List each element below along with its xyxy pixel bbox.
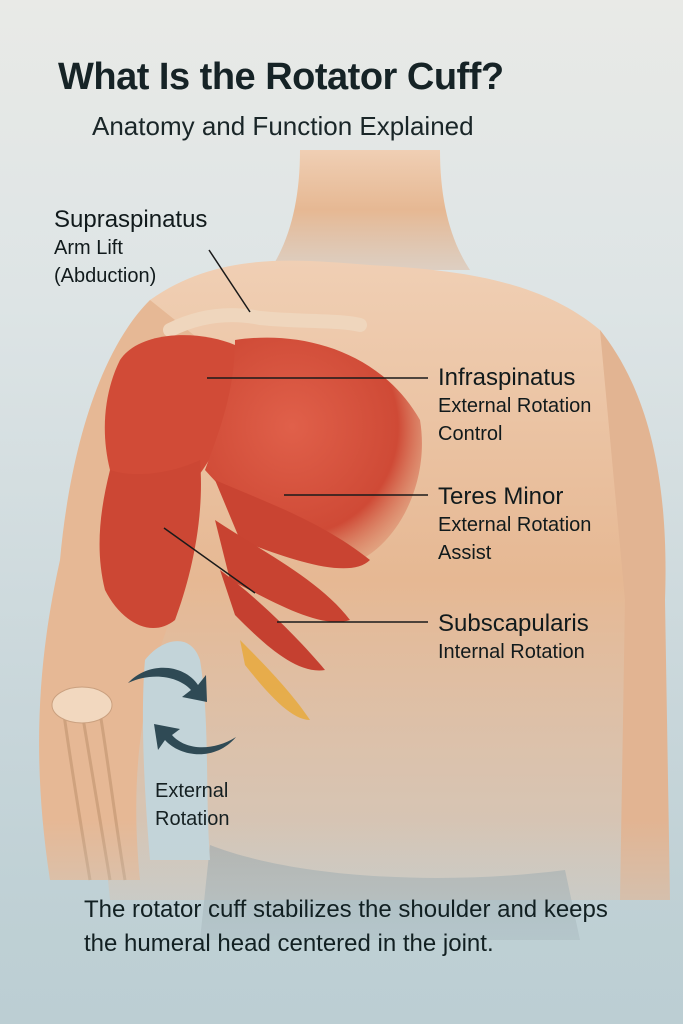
rotation-label-line: External [155,780,229,802]
muscle-name: Supraspinatus [54,206,208,233]
neck [270,150,470,270]
muscle-function: External Rotation [438,394,592,417]
muscle-function: Internal Rotation [438,640,585,663]
muscle-function: Arm Lift [54,236,123,259]
label-infraspinatus: Infraspinatus External Rotation Control [438,364,591,448]
leader-line-teres-diag [163,527,256,594]
bottom-fade [0,820,683,1024]
label-teres-minor: Teres Minor External Rotation Assist [438,483,591,567]
right-arm [600,330,670,900]
elbow-joint [51,686,113,724]
muscle-function: External Rotation [438,513,592,536]
muscle-function: (Abduction) [54,264,157,287]
label-subscapularis: Subscapularis Internal Rotation [438,610,589,666]
serratus-muscle-1 [215,480,370,569]
page-subtitle: Anatomy and Function Explained [92,111,474,141]
serratus-muscle-3 [220,570,325,671]
rotation-label-line: Rotation [155,808,230,830]
leader-line-supraspinatus [208,249,251,313]
rotation-label: External Rotation [155,777,230,833]
muscle-name: Infraspinatus [438,364,576,391]
muscle-function: Control [438,422,503,445]
label-supraspinatus: Supraspinatus Arm Lift (Abduction) [54,206,207,290]
deltoid-muscle [104,335,236,502]
footer-caption: The rotator cuff stabilizes the shoulder… [84,896,608,957]
biceps-muscle [99,460,201,629]
muscle-name: Subscapularis [438,610,589,637]
clavicle [163,308,367,337]
rotation-arrows-icon [128,667,236,755]
tendon [240,640,310,720]
page-title: What Is the Rotator Cuff? [58,56,504,98]
muscle-function: Assist [438,541,492,564]
muscle-name: Teres Minor [438,483,564,510]
serratus-muscle-2 [215,520,350,622]
